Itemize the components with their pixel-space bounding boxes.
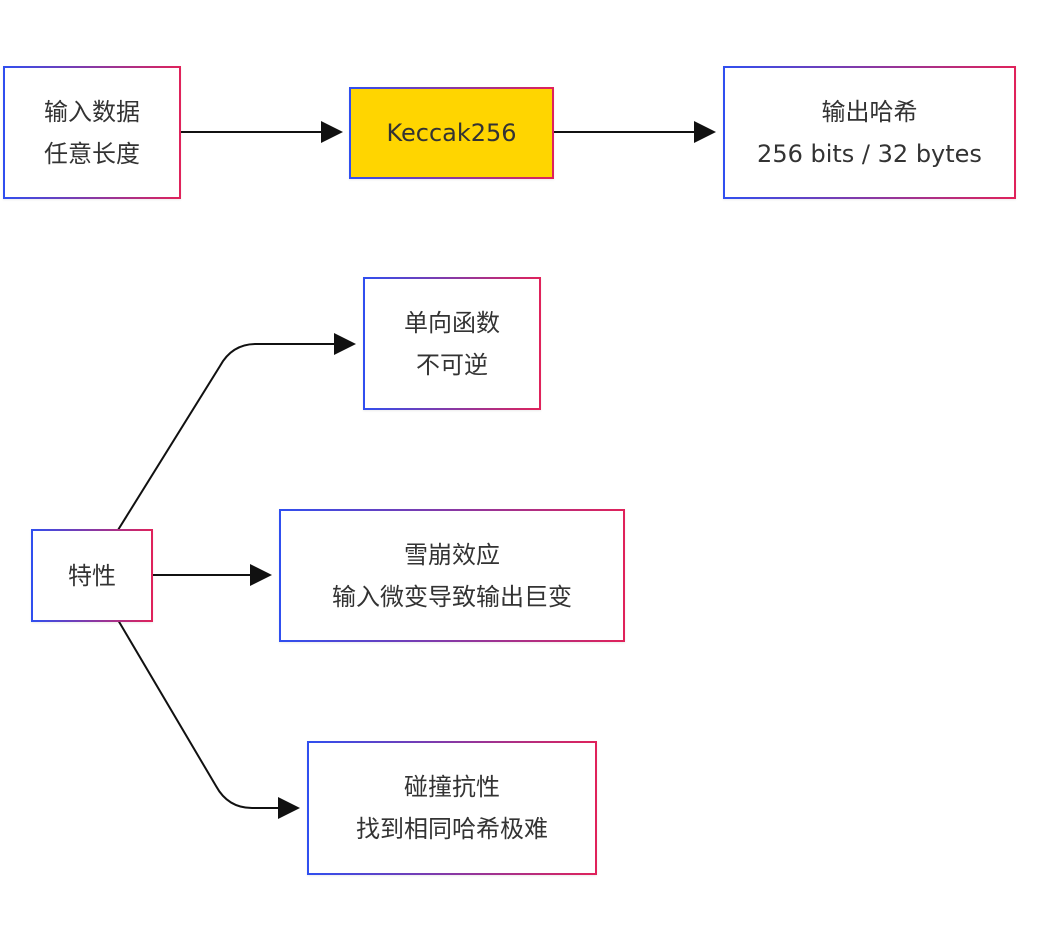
edge-property-to-collision — [117, 619, 286, 809]
one-way-title: 单向函数 — [404, 308, 500, 337]
keccak256-label: Keccak256 — [386, 119, 517, 147]
one-way-node: 单向函数 不可逆 — [363, 277, 541, 410]
avalanche-node: 雪崩效应 输入微变导致输出巨变 — [279, 509, 625, 642]
properties-label: 特性 — [68, 561, 116, 590]
input-data-label: 输入数据 — [44, 97, 140, 126]
input-length-label: 任意长度 — [44, 139, 140, 168]
arrowhead-avalanche — [250, 564, 272, 586]
arrowhead-output — [694, 121, 716, 143]
edge-property-to-one-way — [117, 343, 342, 531]
collision-node: 碰撞抗性 找到相同哈希极难 — [307, 741, 597, 875]
output-size-label: 256 bits / 32 bytes — [757, 139, 982, 168]
arrowhead-collision — [278, 797, 300, 819]
collision-title: 碰撞抗性 — [404, 773, 500, 801]
input-data-node: 输入数据 任意长度 — [3, 66, 181, 199]
properties-node: 特性 — [31, 529, 153, 622]
one-way-desc: 不可逆 — [416, 350, 488, 379]
arrowhead-keccak — [321, 121, 343, 143]
output-hash-node: 输出哈希 256 bits / 32 bytes — [723, 66, 1016, 199]
collision-desc: 找到相同哈希极难 — [356, 815, 548, 843]
arrowhead-one-way — [334, 333, 356, 355]
avalanche-desc: 输入微变导致输出巨变 — [332, 582, 572, 611]
keccak256-node: Keccak256 — [349, 87, 554, 179]
avalanche-title: 雪崩效应 — [404, 540, 500, 569]
output-hash-label: 输出哈希 — [821, 97, 918, 126]
